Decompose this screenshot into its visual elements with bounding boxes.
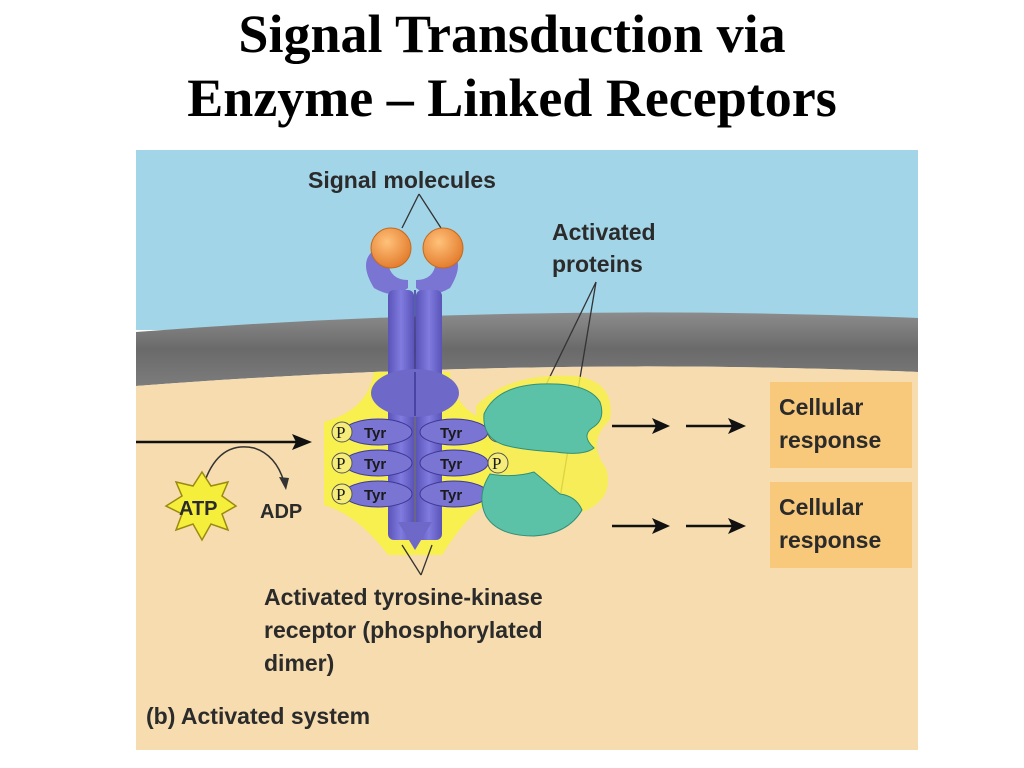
atp-adp-curve-head [279, 477, 289, 490]
receptor-label-2: receptor (phosphorylated [264, 617, 543, 643]
phosphate-left-1 [331, 421, 353, 443]
incoming-arrow-head [292, 434, 312, 450]
phosphate-left-3-label: P [336, 485, 345, 504]
receptor-tail [398, 522, 432, 550]
receptor-dimer [366, 250, 459, 550]
lower-response-arrows [612, 518, 746, 534]
lower-arrow-1-head [652, 518, 670, 534]
cellular-response-1-line2: response [779, 427, 881, 453]
lower-arrow-2-head [728, 518, 746, 534]
signal-molecule-left [370, 227, 412, 269]
phosphate-left-1-label: P [336, 423, 345, 442]
signal-pointer-left [401, 193, 420, 229]
phosphate-left-group: P P P [331, 421, 353, 505]
adp-label: ADP [260, 501, 302, 523]
upper-response-arrows [612, 418, 746, 434]
upper-arrow-2-head [728, 418, 746, 434]
protein-pointer-1 [541, 281, 597, 394]
signal-pointer-right [418, 193, 442, 229]
receptor-pointer-right [420, 544, 433, 576]
activated-proteins-label-2: proteins [552, 251, 643, 277]
extracellular-space [136, 150, 918, 330]
tyr-right-3-label: Tyr [440, 487, 462, 504]
phosphate-left-2 [331, 452, 353, 474]
phosphate-right-2-label: P [492, 454, 501, 473]
title-line-2: Enzyme – Linked Receptors [187, 68, 837, 128]
title-line-1: Signal Transduction via [238, 4, 786, 64]
atp-star [164, 470, 238, 542]
signal-transduction-diagram: Signal molecules Activated proteins Tyr … [136, 150, 918, 750]
receptor-label-1: Activated tyrosine-kinase [264, 584, 543, 610]
cell-membrane [136, 312, 918, 386]
upper-arrow-1-head [652, 418, 670, 434]
tyr-left-2-label: Tyr [364, 456, 386, 473]
tyr-right-1-label: Tyr [440, 425, 462, 442]
activated-protein-lower [481, 471, 583, 537]
tyr-left-3-label: Tyr [364, 487, 386, 504]
phosphate-left-2-label: P [336, 454, 345, 473]
activated-protein-upper [483, 383, 603, 454]
tyr-right-2-label: Tyr [440, 456, 462, 473]
tyr-left-group: Tyr Tyr Tyr [343, 418, 413, 508]
cellular-response-1-line1: Cellular [779, 394, 863, 420]
atp-label: ATP [179, 498, 218, 520]
cellular-response-2-line1: Cellular [779, 494, 863, 520]
signal-molecules-label: Signal molecules [308, 167, 496, 193]
phosphate-right-2 [487, 452, 509, 474]
panel-caption: (b) Activated system [146, 703, 370, 729]
atp-adp-curve [201, 446, 285, 491]
receptor-label-3: dimer) [264, 650, 334, 676]
tyr-right-group: Tyr Tyr Tyr [419, 418, 489, 508]
tyr-left-1-label: Tyr [364, 425, 386, 442]
phosphate-left-3 [331, 483, 353, 505]
cellular-response-box-1 [770, 382, 912, 468]
cellular-response-2-line2: response [779, 527, 881, 553]
cellular-response-box-2 [770, 482, 912, 568]
activated-proteins-label-1: Activated [552, 219, 656, 245]
signal-molecule-right [422, 227, 464, 269]
slide-title: Signal Transduction via Enzyme – Linked … [0, 2, 1024, 130]
receptor-pointer-left [401, 544, 422, 576]
